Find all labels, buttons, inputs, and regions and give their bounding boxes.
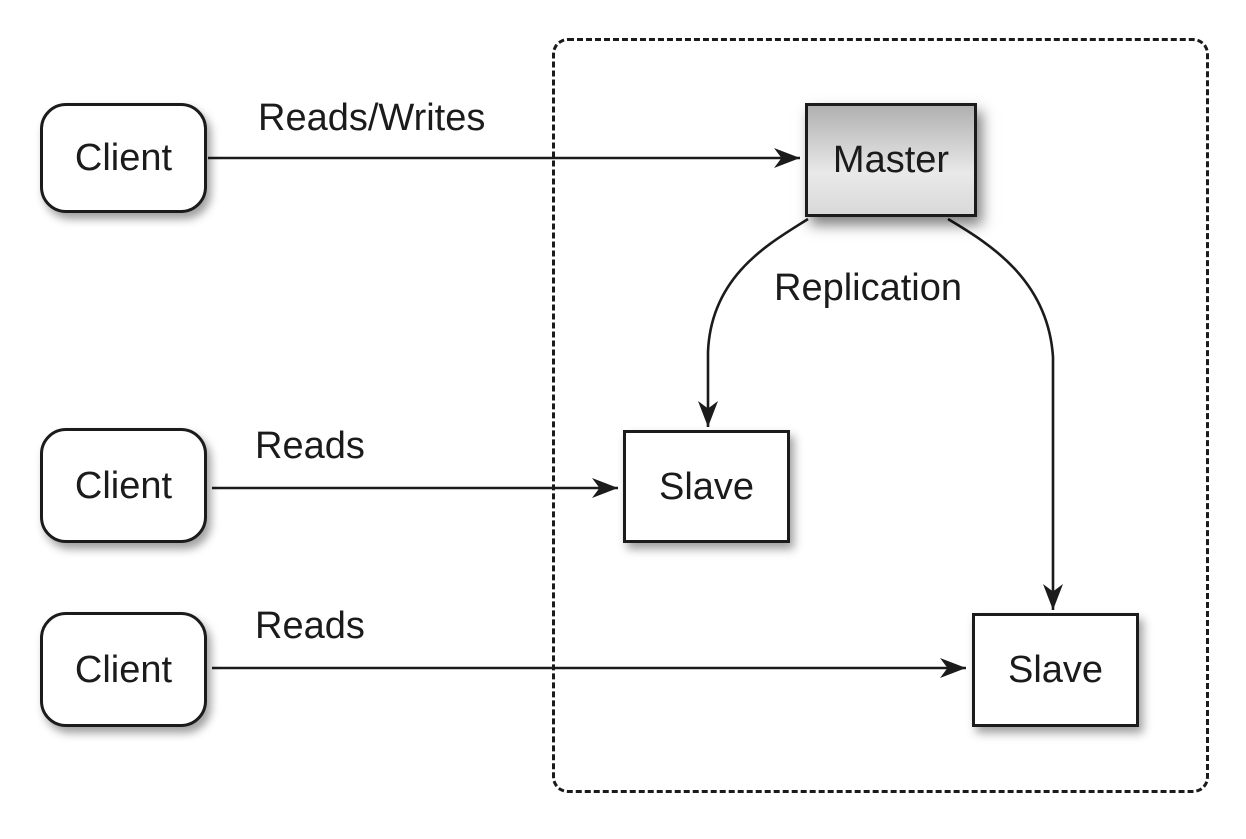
- edge-label-reads-2: Reads: [255, 605, 365, 647]
- node-slave-1-label: Slave: [658, 465, 755, 508]
- node-client-3-label: Client: [74, 648, 173, 691]
- node-master: Master: [805, 103, 977, 217]
- edge-label-reads-writes: Reads/Writes: [258, 97, 486, 139]
- node-slave-2-label: Slave: [1007, 649, 1104, 691]
- node-client-3: Client: [40, 612, 207, 727]
- node-client-1-label: Client: [74, 137, 173, 179]
- node-client-1: Client: [40, 103, 207, 213]
- edge-label-replication: Replication: [774, 267, 962, 309]
- node-master-label: Master: [832, 139, 950, 181]
- replication-cluster-boundary: [552, 38, 1209, 793]
- edge-label-reads-1: Reads: [255, 425, 365, 467]
- node-slave-1: Slave: [623, 430, 790, 543]
- node-client-2: Client: [40, 428, 207, 543]
- node-client-2-label: Client: [74, 464, 173, 507]
- node-slave-2: Slave: [972, 613, 1139, 727]
